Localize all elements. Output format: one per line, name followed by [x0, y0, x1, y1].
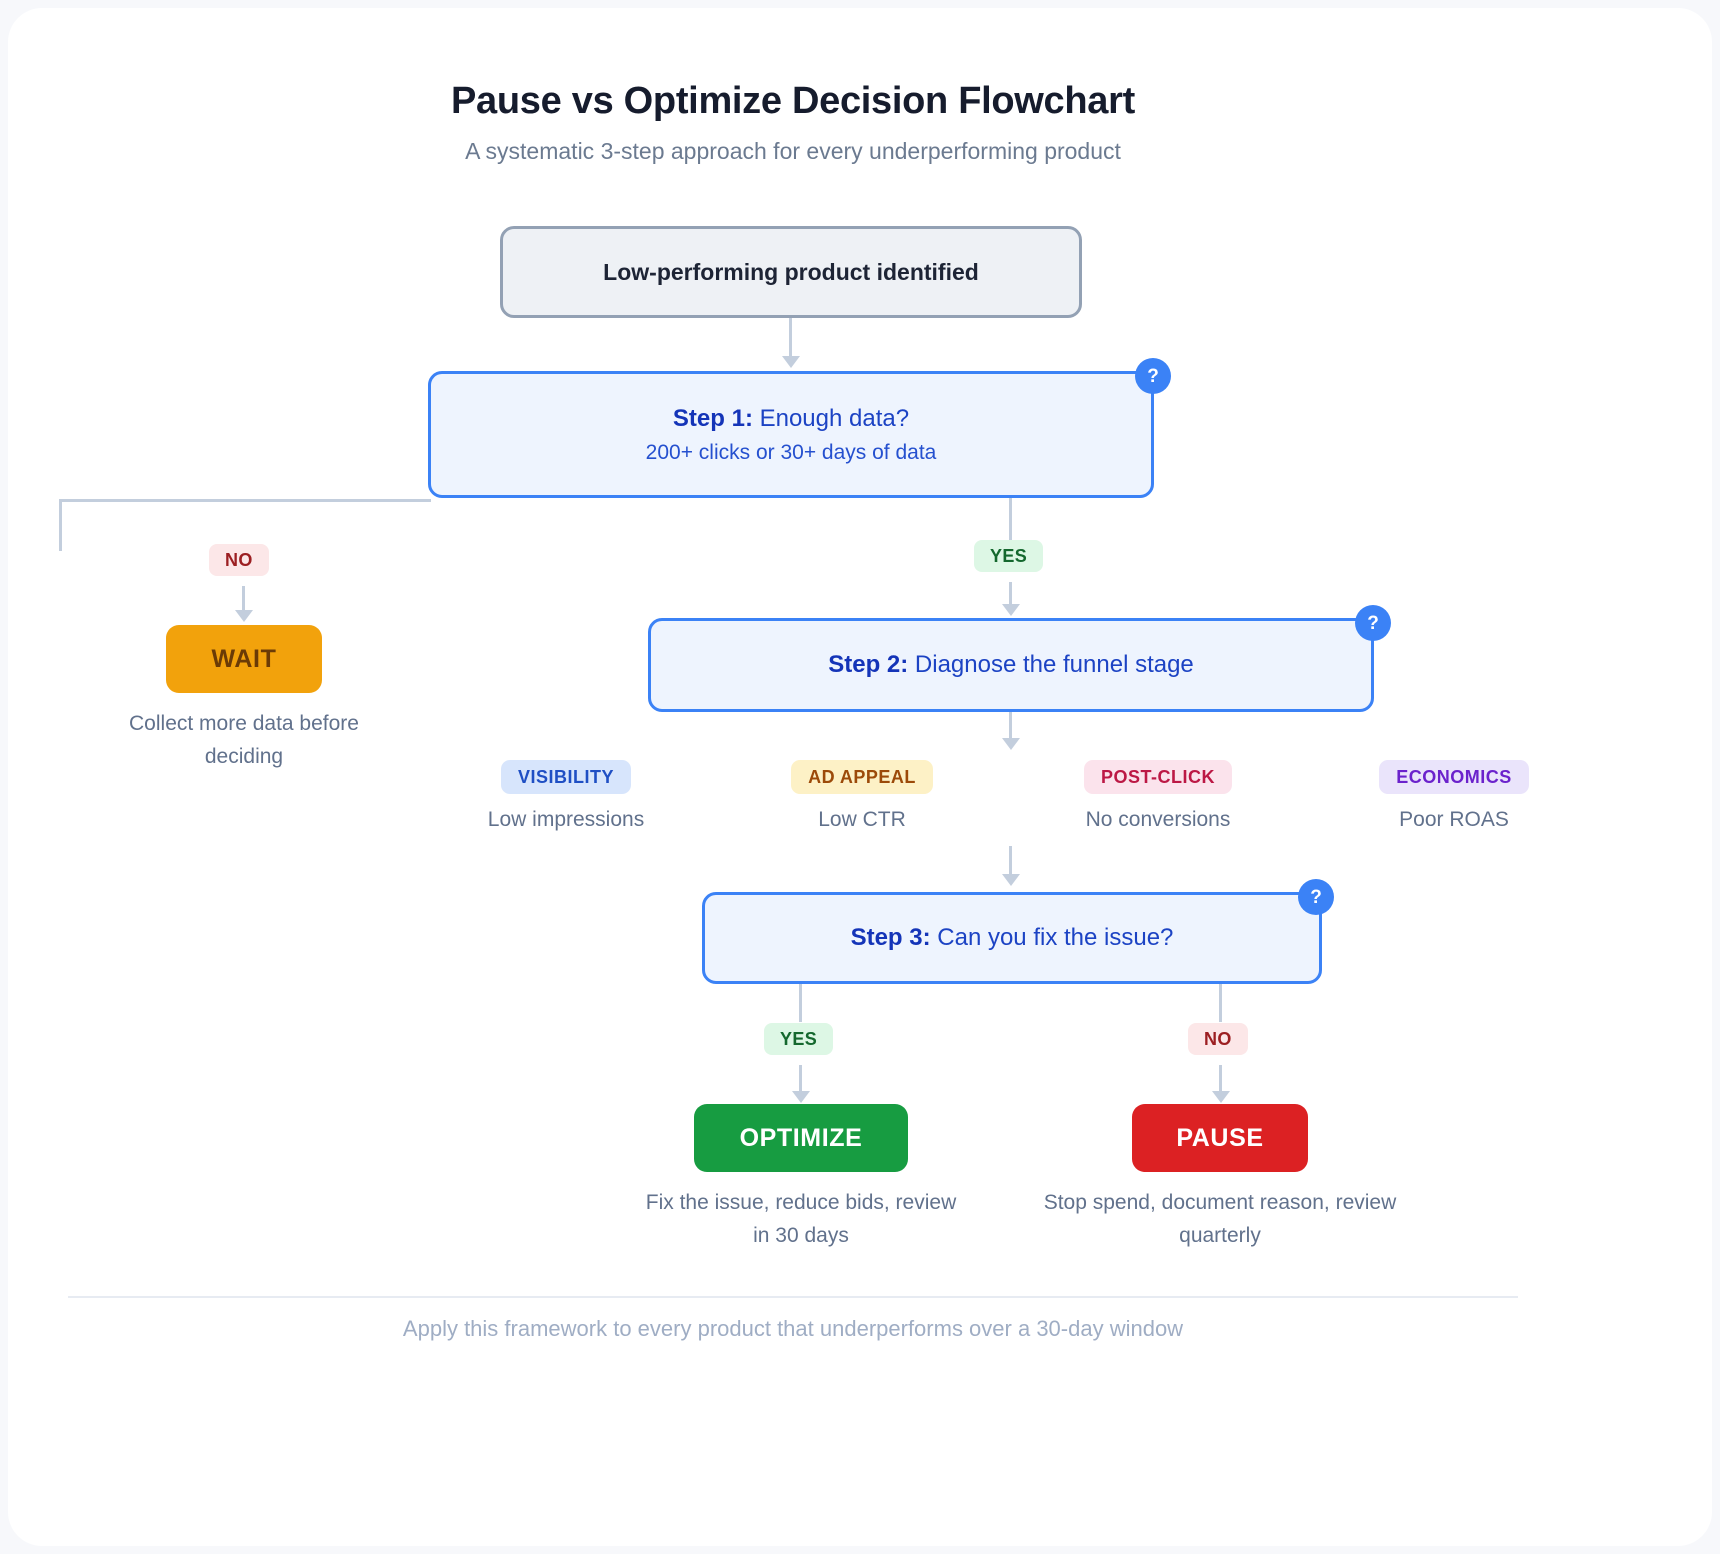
connector-no1-to-wait — [242, 586, 245, 612]
connector-step3-no-upper — [1219, 984, 1222, 1022]
step3-node[interactable]: Step 3: Can you fix the issue? — [702, 892, 1322, 984]
connector-step1-no-horizontal — [59, 499, 431, 502]
connector-yes3-to-optimize — [799, 1065, 802, 1093]
footer-note: Apply this framework to every product th… — [402, 1316, 1184, 1341]
step1-text: Enough data? — [752, 404, 910, 432]
funnel-stage-ad-appeal-desc: Low CTR — [818, 808, 906, 831]
step3-prefix: Step 3: — [850, 924, 931, 951]
arrow-step2-down — [1002, 738, 1020, 750]
connector-yes1-to-step2 — [1009, 582, 1012, 606]
funnel-stage-ad-appeal-label: AD APPEAL — [791, 760, 933, 794]
step1-node[interactable]: Step 1: Enough data? 200+ clicks or 30+ … — [428, 371, 1154, 498]
funnel-stage-ad-appeal[interactable]: AD APPEAL Low CTR — [762, 760, 962, 832]
step1-prefix: Step 1: — [672, 404, 753, 432]
arrow-yes1-to-step2 — [1002, 604, 1020, 616]
branch-label-no-step3: NO — [1188, 1023, 1248, 1055]
outcome-wait[interactable]: WAIT — [166, 625, 322, 693]
outcome-wait-label: WAIT — [211, 644, 277, 673]
outcome-optimize[interactable]: OPTIMIZE — [694, 1104, 908, 1172]
step3-question: Step 3: Can you fix the issue? — [851, 924, 1174, 952]
connector-step1-yes-upper — [1009, 498, 1012, 540]
connector-no3-to-pause — [1219, 1065, 1222, 1093]
start-node[interactable]: Low-performing product identified — [500, 226, 1082, 318]
outcome-pause-label: PAUSE — [1176, 1123, 1264, 1152]
funnel-stage-visibility-desc: Low impressions — [487, 808, 645, 831]
funnel-stage-post-click-desc: No conversions — [1085, 808, 1231, 831]
help-icon[interactable]: ? — [1135, 358, 1171, 394]
step1-question: Step 1: Enough data? — [673, 405, 909, 433]
outcome-pause[interactable]: PAUSE — [1132, 1104, 1308, 1172]
flowchart-card: Pause vs Optimize Decision Flowchart A s… — [8, 8, 1712, 1546]
funnel-stage-economics[interactable]: ECONOMICS Poor ROAS — [1354, 760, 1554, 832]
connector-step2-down — [1009, 712, 1012, 740]
arrow-no3-to-pause — [1212, 1091, 1230, 1103]
footer-divider — [68, 1296, 1518, 1298]
branch-label-yes-step1: YES — [974, 540, 1044, 572]
funnel-stage-visibility[interactable]: VISIBILITY Low impressions — [466, 760, 666, 832]
step2-node[interactable]: Step 2: Diagnose the funnel stage — [648, 618, 1374, 712]
funnel-stage-economics-label: ECONOMICS — [1379, 760, 1529, 794]
branch-label-no-step1: NO — [209, 544, 269, 576]
step2-prefix: Step 2: — [828, 651, 909, 678]
arrow-no1-to-wait — [235, 610, 253, 622]
arrow-chips-to-step3 — [1002, 874, 1020, 886]
outcome-wait-caption: Collect more data before deciding — [129, 712, 359, 768]
arrow-start-to-step1 — [782, 356, 800, 368]
funnel-stage-post-click-label: POST-CLICK — [1083, 760, 1232, 794]
step3-text: Can you fix the issue? — [930, 924, 1174, 951]
step2-text: Diagnose the funnel stage — [908, 651, 1194, 678]
step2-question: Step 2: Diagnose the funnel stage — [828, 651, 1194, 679]
connector-chips-to-step3 — [1009, 846, 1012, 876]
help-icon[interactable]: ? — [1298, 879, 1334, 915]
funnel-stage-visibility-label: VISIBILITY — [500, 760, 631, 794]
outcome-pause-caption: Stop spend, document reason, review quar… — [1043, 1191, 1397, 1247]
start-node-label: Low-performing product identified — [603, 258, 979, 285]
page-subtitle: A systematic 3-step approach for every u… — [465, 138, 1121, 164]
connector-step3-yes-upper — [799, 984, 802, 1022]
branch-label-yes-step3: YES — [764, 1023, 834, 1055]
funnel-stage-post-click[interactable]: POST-CLICK No conversions — [1058, 760, 1258, 832]
arrow-yes3-to-optimize — [792, 1091, 810, 1103]
help-icon[interactable]: ? — [1355, 605, 1391, 641]
page-title: Pause vs Optimize Decision Flowchart — [451, 80, 1135, 122]
outcome-optimize-caption: Fix the issue, reduce bids, review in 30… — [645, 1191, 957, 1247]
connector-start-to-step1 — [789, 318, 792, 358]
connector-step1-no-vertical — [59, 499, 62, 551]
step1-detail: 200+ clicks or 30+ days of data — [645, 440, 937, 464]
funnel-stage-economics-desc: Poor ROAS — [1399, 808, 1509, 831]
outcome-optimize-label: OPTIMIZE — [739, 1123, 863, 1152]
